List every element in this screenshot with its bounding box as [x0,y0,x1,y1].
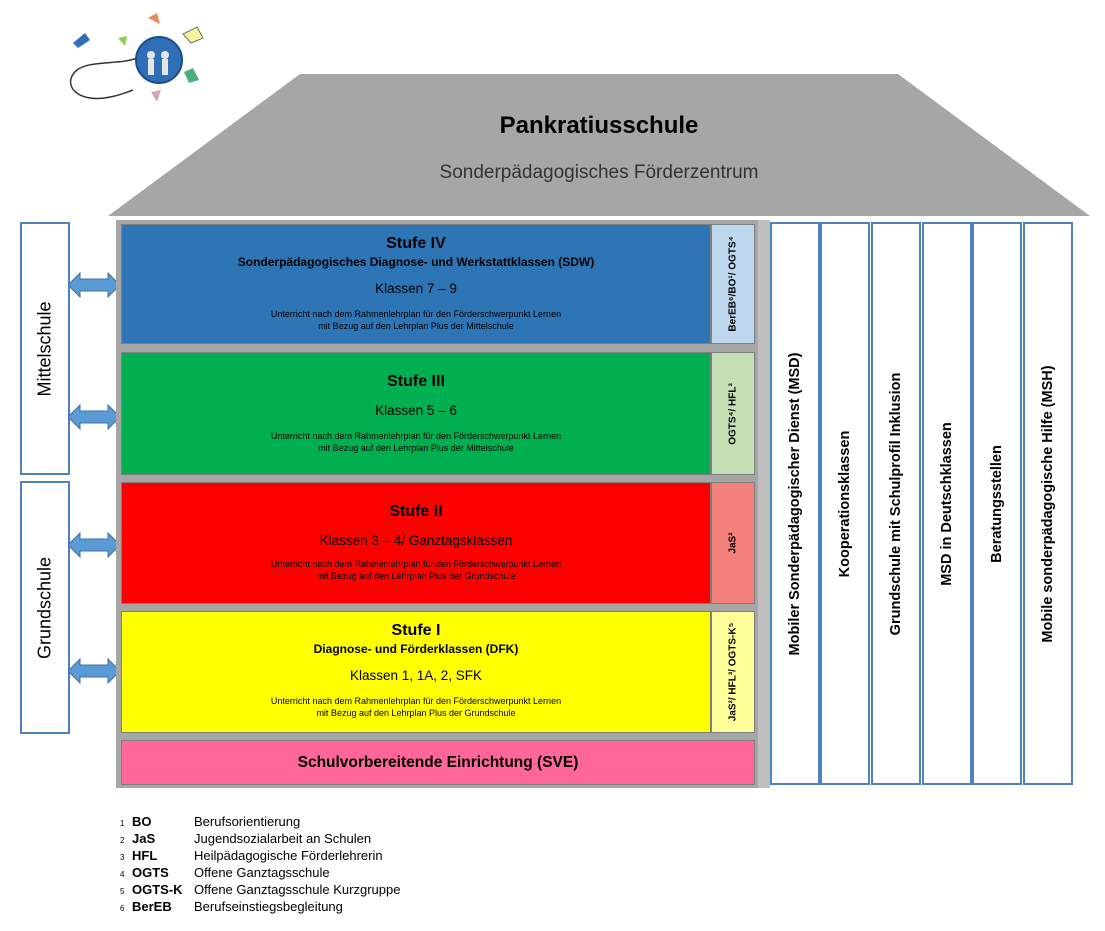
footnotes: 1 BO Berufsorientierung 2 JaS Jugendsozi… [120,814,400,916]
stufe-3-note-line1: Unterricht nach dem Rahmenlehrplan für d… [270,431,562,441]
stufe-2-tag: JaS² [711,482,755,604]
roof-shape [108,74,1090,216]
column-msd-deutschklassen: MSD in Deutschklassen [922,222,972,785]
column-inklusion: Grundschule mit Schulprofil Inklusion [871,222,921,785]
stack-side-band [758,220,770,788]
stufe-1-tag: JaS²/ HFL³/ OGTS-K⁵ [711,611,755,733]
column-msd: Mobiler Sonderpädagogischer Dienst (MSD) [770,222,820,785]
stufe-4-tag: BerEB⁶/BO¹/ OGTS⁴ [711,224,755,344]
stufe-4-subtitle: Sonderpädagogisches Diagnose- und Werkst… [237,255,595,269]
footnote-abbr: BerEB [132,899,172,914]
footnote-text: Heilpädagogische Förderlehrerin [194,848,383,863]
stufe-3-block: Stufe III Klassen 5 – 6 Unterricht nach … [121,352,711,475]
column-msh: Mobile sonderpädagogische Hilfe (MSH) [1023,222,1073,785]
grundschule-box: Grundschule [20,481,70,734]
double-arrow-icon [68,272,120,298]
school-logo [69,13,204,102]
footnote-item: 1 BO Berufsorientierung [120,814,400,831]
double-arrow-icon [68,532,120,558]
stufe-4-tag-label: BerEB⁶/BO¹/ OGTS⁴ [727,236,739,332]
stufe-2-tag-label: JaS² [727,532,739,554]
footnote-abbr: JaS [132,831,156,846]
double-arrow-icon [68,658,120,684]
column-kooperationsklassen: Kooperationsklassen [820,222,870,785]
stufe-3-note-line2: mit Bezug auf den Lehrplan Plus der Mitt… [318,443,514,453]
stufe-4-note-line1: Unterricht nach dem Rahmenlehrplan für d… [270,309,562,319]
stufe-4-note-line2: mit Bezug auf den Lehrplan Plus der Mitt… [318,321,514,331]
footnote-number: 2 [120,836,125,845]
stufe-1-tag-label: JaS²/ HFL³/ OGTS-K⁵ [727,622,739,722]
stufe-1-note-line1: Unterricht nach dem Rahmenlehrplan für d… [270,696,562,706]
stufe-2-note-line1: Unterricht nach dem Rahmenlehrplan für d… [270,559,562,569]
stufe-3-classes: Klassen 5 – 6 [375,403,457,418]
footnote-text: Jugendsozialarbeit an Schulen [194,831,372,846]
school-subtitle: Sonderpädagogisches Förderzentrum [439,162,759,183]
stufe-3-title: Stufe III [387,373,445,390]
stufe-1-note-line2: mit Bezug auf den Lehrplan Plus der Grun… [316,708,516,718]
stufe-2-block: Stufe II Klassen 3 – 4/ Ganztagsklassen … [121,482,711,604]
stufe-1-title: Stufe I [391,622,441,639]
stufe-4-title: Stufe IV [386,235,446,252]
footnote-number: 1 [120,819,125,828]
footnote-item: 2 JaS Jugendsozialarbeit an Schulen [120,831,400,848]
stufe-3-tag-label: OGTS⁴/ HFL³ [727,382,739,445]
footnote-item: 6 BerEB Berufseinstiegsbegleitung [120,899,400,916]
stufe-1-block: Stufe I Diagnose- und Förderklassen (DFK… [121,611,711,733]
grundschule-label: Grundschule [34,556,55,659]
column-beratungsstellen-label: Beratungsstellen [989,444,1005,563]
stufe-1-note: Unterricht nach dem Rahmenlehrplan für d… [122,695,710,719]
double-arrow-icon [68,404,120,430]
stufe-4-note: Unterricht nach dem Rahmenlehrplan für d… [122,308,710,332]
footnote-number: 4 [120,870,125,879]
school-title: Pankratiusschule [499,112,699,139]
column-beratungsstellen: Beratungsstellen [972,222,1022,785]
footnote-number: 6 [120,904,125,913]
stufe-4-classes: Klassen 7 – 9 [375,281,457,296]
footnote-abbr: BO [132,814,152,829]
footnote-number: 3 [120,853,125,862]
footnote-abbr: OGTS-K [132,882,183,897]
footnote-item: 3 HFL Heilpädagogische Förderlehrerin [120,848,400,865]
stufe-3-note: Unterricht nach dem Rahmenlehrplan für d… [122,430,710,454]
column-kooperationsklassen-label: Kooperationsklassen [837,430,853,577]
footnote-number: 5 [120,887,125,896]
stufe-1-classes: Klassen 1, 1A, 2, SFK [349,668,483,683]
footnote-item: 4 OGTS Offene Ganztagsschule [120,865,400,882]
footnote-text: Offene Ganztagsschule [194,865,330,880]
mittelschule-label: Mittelschule [34,300,55,397]
column-msd-label: Mobiler Sonderpädagogischer Dienst (MSD) [787,352,803,655]
stufe-3-tag: OGTS⁴/ HFL³ [711,352,755,475]
stufe-2-note-line2: mit Bezug auf den Lehrplan Plus der Grun… [316,571,516,581]
footnote-text: Offene Ganztagsschule Kurzgruppe [194,882,401,897]
footnote-abbr: HFL [132,848,158,863]
stufe-4-block: Stufe IV Sonderpädagogisches Diagnose- u… [121,224,711,344]
column-inklusion-label: Grundschule mit Schulprofil Inklusion [888,372,904,635]
footnote-text: Berufsorientierung [194,814,301,829]
column-msd-deutschklassen-label: MSD in Deutschklassen [939,421,955,586]
footnote-text: Berufseinstiegsbegleitung [194,899,343,914]
stufe-2-classes: Klassen 3 – 4/ Ganztagsklassen [319,533,513,548]
stufe-1-subtitle: Diagnose- und Förderklassen (DFK) [313,642,519,656]
footnote-item: 5 OGTS-K Offene Ganztagsschule Kurzgrupp… [120,882,400,899]
stufe-2-title: Stufe II [389,503,443,520]
column-msh-label: Mobile sonderpädagogische Hilfe (MSH) [1040,364,1056,643]
sve-label: Schulvorbereitende Einrichtung (SVE) [297,753,579,771]
sve-block: Schulvorbereitende Einrichtung (SVE) [121,740,755,785]
stufe-2-note: Unterricht nach dem Rahmenlehrplan für d… [122,558,710,582]
mittelschule-box: Mittelschule [20,222,70,475]
footnote-abbr: OGTS [132,865,169,880]
